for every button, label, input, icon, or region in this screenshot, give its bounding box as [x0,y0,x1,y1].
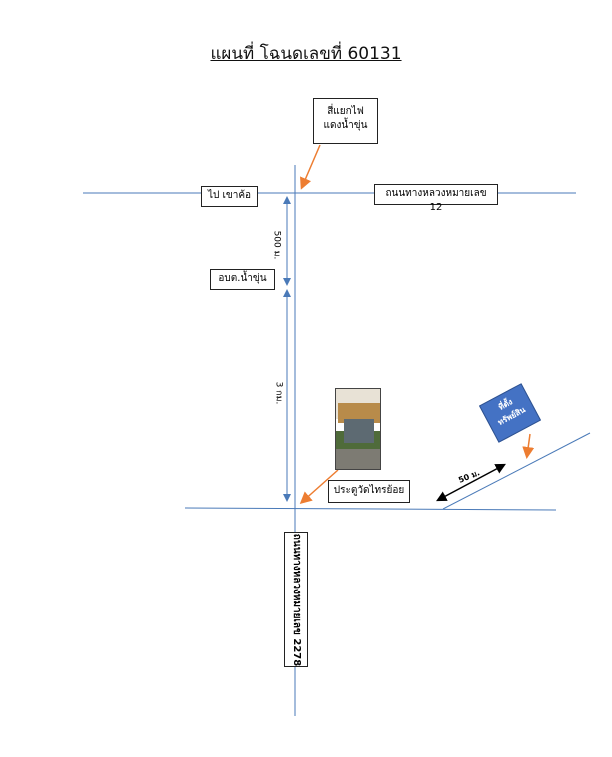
label-highway-2278: ถนนทางหลวงหมายเลข 2278 [284,532,308,667]
label-highway-12: ถนนทางหลวงหมายเลข 12 [374,184,498,213]
pointer-site [522,433,535,459]
map-title: แผนที่ โฉนดเลขที่ 60131 [210,44,402,64]
distance-3km: 3 กม. [273,381,284,405]
label-temple-gate: ประตูวัดไทรย้อย [328,480,410,503]
road-lower [184,507,557,511]
distance-arrow-50m [436,463,506,502]
distance-500m: 500 ม. [271,230,282,260]
pointer-intersection [300,144,321,190]
label-intersection: สี่แยกไฟ แดงน้ำขุ่น [313,98,378,144]
temple-gate-photo [335,388,381,470]
label-obt: อบต.น้ำขุ่น [210,269,275,290]
label-to-khaokho: ไป เขาค้อ [201,186,258,207]
label-highway-2278-text: ถนนทางหลวงหมายเลข 2278 [291,533,302,666]
pointer-temple-gate [299,469,339,504]
